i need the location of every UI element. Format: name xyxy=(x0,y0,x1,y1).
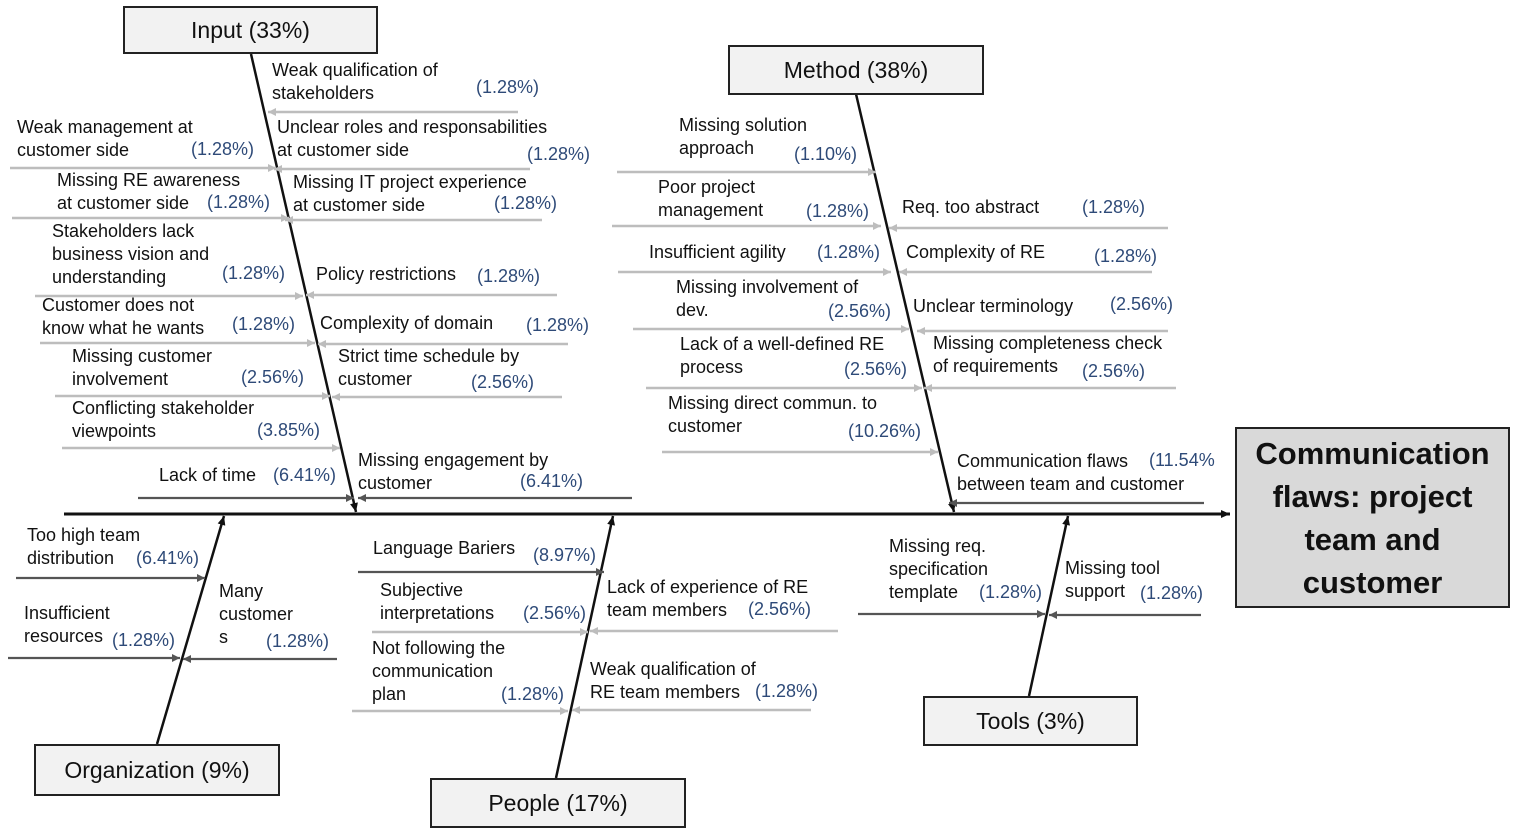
category-tools: Tools (3%) xyxy=(923,696,1138,746)
cause-label: Missing completeness check of requiremen… xyxy=(933,333,1163,376)
cause-percentage: (1.28%) xyxy=(222,263,286,283)
cause-percentage: (1.28%) xyxy=(476,77,540,97)
spine-input xyxy=(249,53,358,513)
cause-label: Missing customer involvement xyxy=(72,346,213,389)
category-people: People (17%) xyxy=(430,778,686,828)
cause-percentage: (6.41%) xyxy=(136,548,200,568)
cause-percentage: (1.28%) xyxy=(232,314,296,334)
cause-label: Req. too abstract xyxy=(902,197,1040,217)
effect-box: Communication flaws: project team and cu… xyxy=(1235,427,1510,608)
cause-percentage: (2.56%) xyxy=(748,599,812,619)
cause-percentage: (1.28%) xyxy=(191,139,255,159)
cause-label: Communication flaws between team and cus… xyxy=(957,451,1185,494)
cause-percentage: (1.28%) xyxy=(494,193,558,213)
cause-label: Not following the communication plan xyxy=(372,638,506,704)
cause-label: Missing direct commun. to customer xyxy=(668,393,878,436)
spine-method xyxy=(854,93,956,513)
cause-label: Weak qualification of RE team members xyxy=(590,659,756,702)
cause-label: Poor project management xyxy=(658,177,764,220)
cause-percentage: (2.56%) xyxy=(828,301,892,321)
cause-label: Missing tool support xyxy=(1065,558,1161,601)
cause-label: Policy restrictions xyxy=(316,264,457,284)
cause-label: Complexity of RE xyxy=(906,242,1046,262)
cause-percentage: (3.85%) xyxy=(257,420,321,440)
cause-label: Missing involvement of dev. xyxy=(676,277,859,320)
cause-percentage: (1.28%) xyxy=(1140,583,1204,603)
cause-label: Unclear roles and responsabilities at cu… xyxy=(277,117,548,160)
cause-percentage: (1.28%) xyxy=(207,192,271,212)
cause-label: Too high team distribution xyxy=(27,525,141,568)
cause-percentage: (1.28%) xyxy=(501,684,565,704)
cause-percentage: (2.56%) xyxy=(523,603,587,623)
spine-people xyxy=(554,515,615,779)
cause-percentage: (2.56%) xyxy=(844,359,908,379)
cause-label: Conflicting stakeholder viewpoints xyxy=(72,398,255,441)
cause-label: Lack of time xyxy=(159,465,257,485)
cause-label: Missing req. specification template xyxy=(889,536,989,602)
spine-organization xyxy=(155,515,226,745)
cause-label: Missing solution approach xyxy=(679,115,808,158)
cause-percentage: (10.26%) xyxy=(848,421,922,441)
cause-label: Lack of a well-defined RE process xyxy=(680,334,885,377)
cause-label: Missing engagement by customer xyxy=(358,450,549,493)
cause-percentage: (1.10%) xyxy=(794,144,858,164)
category-method: Method (38%) xyxy=(728,45,984,95)
cause-percentage: (2.56%) xyxy=(471,372,535,392)
cause-percentage: (2.56%) xyxy=(1110,294,1174,314)
cause-percentage: (2.56%) xyxy=(1082,361,1146,381)
cause-label: Complexity of domain xyxy=(320,313,494,333)
cause-label: Weak qualification of stakeholders xyxy=(272,60,438,103)
cause-label: Language Bariers xyxy=(373,538,516,558)
cause-percentage: (1.28%) xyxy=(1094,246,1158,266)
cause-percentage: (1.28%) xyxy=(477,266,541,286)
cause-label: Weak management at customer side xyxy=(17,117,193,160)
cause-label: Insufficient agility xyxy=(649,242,786,262)
cause-percentage: (11.54% xyxy=(1149,450,1215,470)
cause-label: Subjective interpretations xyxy=(380,580,495,623)
spine-tools xyxy=(1027,515,1071,697)
cause-label: Stakeholders lack business vision and un… xyxy=(52,221,210,287)
cause-percentage: (8.97%) xyxy=(533,545,597,565)
cause-percentage: (1.28%) xyxy=(527,144,591,164)
cause-percentage: (1.28%) xyxy=(755,681,819,701)
cause-percentage: (1.28%) xyxy=(526,315,590,335)
cause-percentage: (1.28%) xyxy=(266,631,330,651)
cause-label: Customer does not know what he wants xyxy=(42,295,205,338)
cause-label: Many customer s xyxy=(219,581,294,647)
cause-percentage: (6.41%) xyxy=(273,465,337,485)
category-organization: Organization (9%) xyxy=(34,744,280,796)
cause-label: Lack of experience of RE team members xyxy=(607,577,809,620)
cause-label: Missing IT project experience at custome… xyxy=(293,172,527,215)
cause-percentage: (1.28%) xyxy=(112,630,176,650)
cause-label: Insufficient resources xyxy=(24,603,110,646)
category-input: Input (33%) xyxy=(123,6,378,54)
cause-label: Unclear terminology xyxy=(913,296,1074,316)
cause-percentage: (1.28%) xyxy=(817,242,881,262)
cause-percentage: (6.41%) xyxy=(520,471,584,491)
cause-percentage: (2.56%) xyxy=(241,367,305,387)
cause-label: Missing RE awareness at customer side xyxy=(57,170,241,213)
cause-percentage: (1.28%) xyxy=(979,582,1043,602)
cause-label: Strict time schedule by customer xyxy=(338,346,520,389)
cause-percentage: (1.28%) xyxy=(806,201,870,221)
cause-percentage: (1.28%) xyxy=(1082,197,1146,217)
